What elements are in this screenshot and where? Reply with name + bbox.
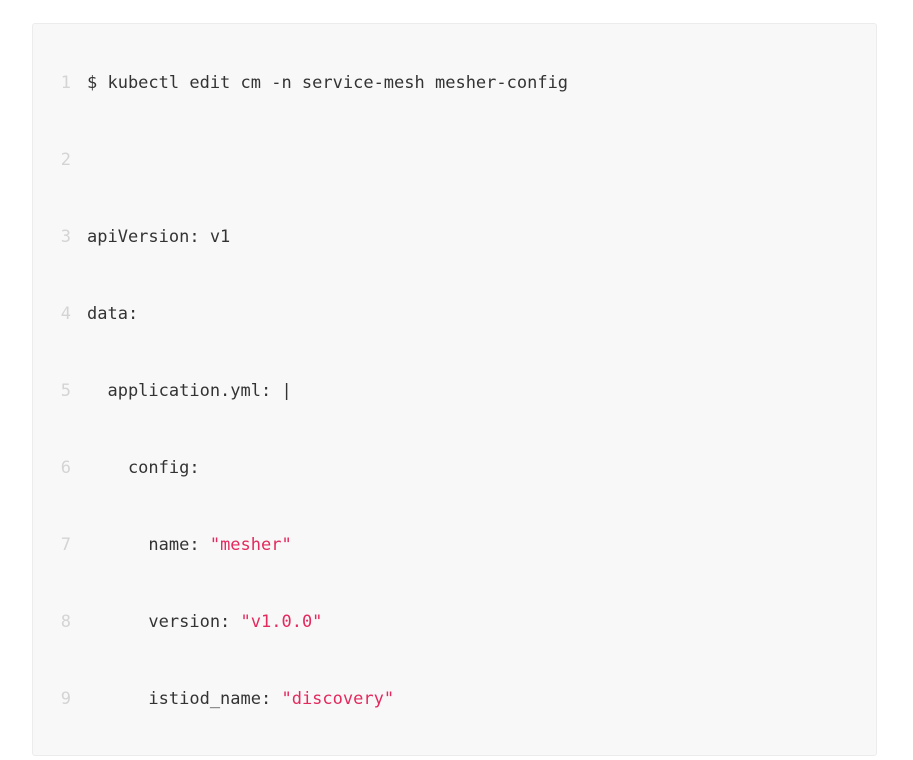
- code-token-string: "discovery": [281, 689, 395, 709]
- line-number: 5: [60, 381, 71, 401]
- line-content: data:: [71, 298, 138, 330]
- code-token-plain: name:: [87, 535, 210, 555]
- code-line: 1 $ kubectl edit cm -n service-mesh meshe…: [33, 67, 876, 99]
- line-content: name: "mesher": [71, 529, 292, 561]
- code-token-plain: version:: [87, 612, 241, 632]
- line-number: 6: [60, 458, 71, 478]
- line-number: 2: [60, 150, 71, 170]
- code-token-plain: config:: [87, 458, 200, 478]
- line-content: version: "v1.0.0": [71, 606, 322, 638]
- code-line: 6 config:: [33, 452, 876, 484]
- code-line: 4 data:: [33, 298, 876, 330]
- code-token-plain: $ kubectl edit cm -n service-mesh mesher…: [87, 73, 569, 93]
- code-block: 1 $ kubectl edit cm -n service-mesh meshe…: [32, 23, 877, 756]
- code-line: 5 application.yml: |: [33, 375, 876, 407]
- line-number: 4: [60, 304, 71, 324]
- code-token-plain: application.yml: |: [87, 381, 292, 401]
- code-line: 7 name: "mesher": [33, 529, 876, 561]
- code-line: 9 istiod_name: "discovery": [33, 683, 876, 715]
- line-number: 1: [60, 73, 71, 93]
- code-line: 3 apiVersion: v1: [33, 221, 876, 253]
- line-content: application.yml: |: [71, 375, 292, 407]
- code-token-plain: istiod_name:: [87, 689, 282, 709]
- line-content: config:: [71, 452, 200, 484]
- line-number: 8: [60, 612, 71, 632]
- line-content: istiod_name: "discovery": [71, 683, 394, 715]
- line-content: [71, 144, 87, 176]
- line-content: apiVersion: v1: [71, 221, 230, 253]
- line-content: $ kubectl edit cm -n service-mesh mesher…: [71, 67, 568, 99]
- code-line: 8 version: "v1.0.0": [33, 606, 876, 638]
- line-number: 3: [60, 227, 71, 247]
- line-number: 9: [60, 689, 71, 709]
- code-token-plain: apiVersion: v1: [87, 227, 231, 247]
- code-token-string: "mesher": [209, 535, 292, 555]
- code-line: 2: [33, 144, 876, 176]
- code-token-string: "v1.0.0": [240, 612, 323, 632]
- line-number: 7: [60, 535, 71, 555]
- code-token-plain: data:: [87, 304, 139, 324]
